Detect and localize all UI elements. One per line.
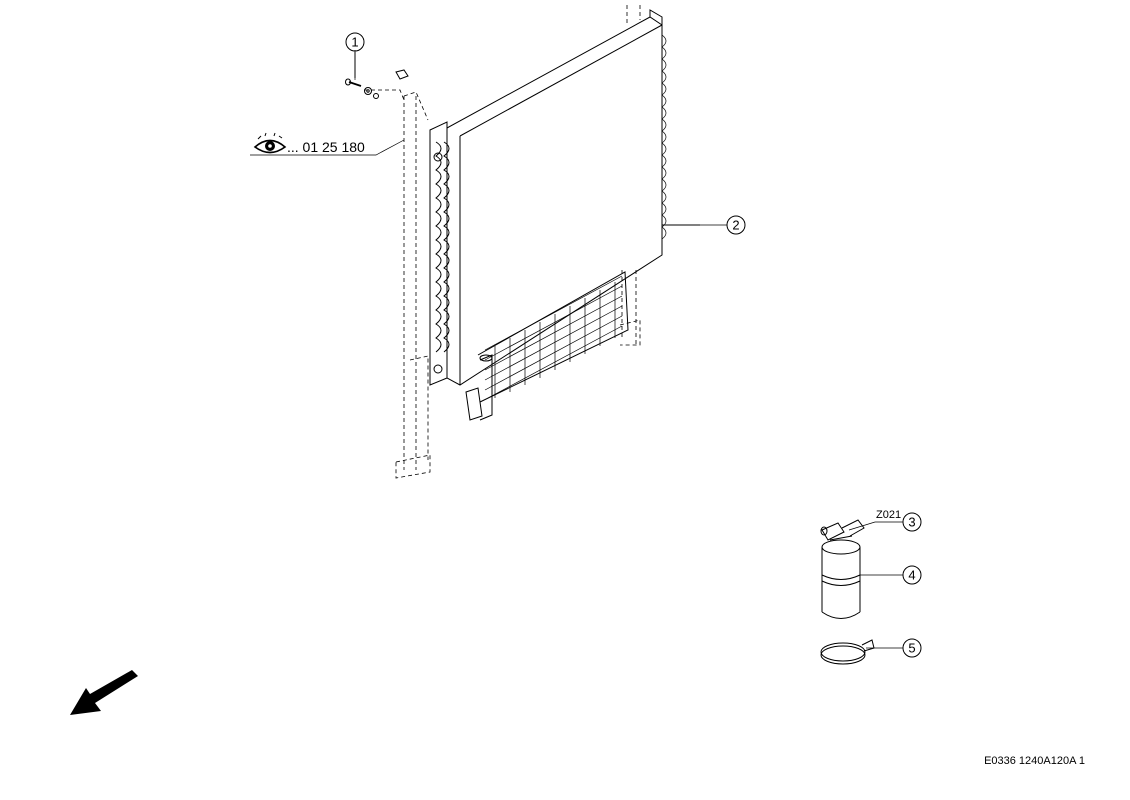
callout-3: 3 [902,512,922,532]
drier-cylinder [821,539,861,619]
condenser-assembly [364,5,700,479]
eye-icon [253,132,287,154]
callout-1: 1 [345,32,365,52]
callout-4-label: 4 [908,568,915,583]
reference-text: ... 01 25 180 [287,139,365,155]
receiver-drier-assembly [820,519,875,665]
callout-5-label: 5 [908,641,915,656]
callout-2-label: 2 [732,218,739,233]
callout-2: 2 [726,215,746,235]
dashed-frame [364,5,641,479]
eye-reference: ... 01 25 180 [253,132,365,155]
callout-1-label: 1 [351,35,358,50]
part-code-label: Z021 [876,509,901,521]
leader-lines [250,50,903,649]
callout-5: 5 [902,638,922,658]
condenser-fins [465,271,629,421]
condenser-panel [446,9,700,386]
direction-arrow-icon [70,670,138,715]
callout-4: 4 [902,565,922,585]
callout-3-label: 3 [908,515,915,530]
mounting-clamp [820,639,875,665]
drawing-id: E0336 1240A120A 1 [984,755,1085,767]
drier-fitting [820,519,865,541]
serpentine-tube-bank [429,121,450,386]
